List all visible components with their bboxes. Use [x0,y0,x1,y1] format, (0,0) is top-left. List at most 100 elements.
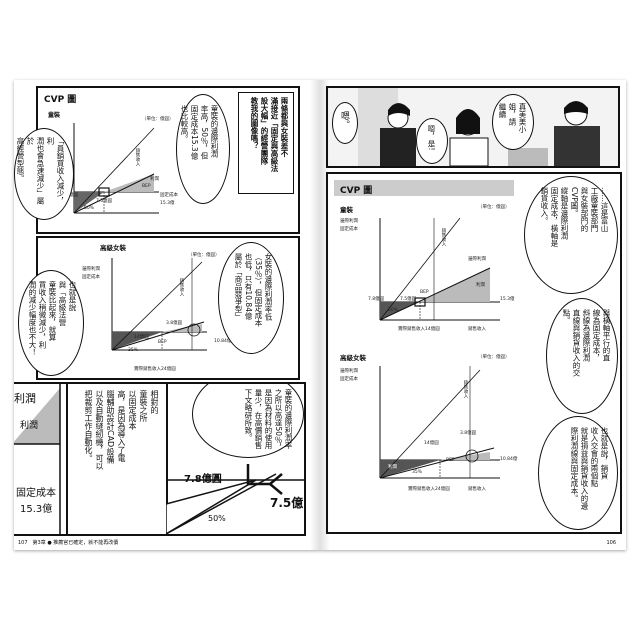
chart2-actual: 實際銷售收入24億圓 [408,487,450,492]
speech-bubble-yes: 嗯，是! [416,118,448,164]
chart2-margin: 邊際利潤 [340,369,358,374]
speech-bubble-fixed-cost: 童裝的邊際利潤 率高，50％，但 固定成本15.3億 也比較高。 [176,94,230,204]
chart-unit: （單位：億圓） [142,117,174,122]
speech-bubble-intersection: 也就是說，銷貨 收入交會的兩個點 就是損益與銷貨收入的邊 際利潤線與固定成本。 [538,416,618,530]
chart1-margin: 邊際利潤 [340,219,358,224]
chart2-fixed-value: 10.84億 [500,457,518,462]
caption-line: 兩條都與女裝差不 [280,97,289,157]
text-line: 以固定成本 [128,390,137,430]
chart2-profit: 利潤 [388,465,397,470]
chart2-xaxis: 銷售收入 [468,487,486,492]
chart2-sales: 銷售收入 [463,380,468,398]
zoom-ratio: 50% [208,514,226,523]
bubble-line: 縱軸是邊際利潤 [560,187,569,240]
zoom-fixed-cost: 固定成本 [16,488,56,499]
chart-sales-label: 銷售收入 [179,278,184,296]
bubble-line: 下文略研所致。 [244,389,253,442]
speech-bubble-fixed-line: 與橫軸平行的直 線為固定成本， 斜線為邊際利潤 直線與銷貨收入的交 點。 [546,298,618,414]
chart2-heading: 高級女裝 [340,354,366,362]
zoom-fixed-value: 15.3億 [20,504,53,515]
panel-title: CVP 圖 [340,186,373,196]
chart1-value-a: 7.5億圓 [400,297,417,302]
chart1-actual: 實際銷售收入14億圓 [398,327,440,332]
chart-fixed-value: 15.3億 [160,201,175,206]
text-line: 高，是因為導入了電 [117,390,126,462]
bubble-line: 「員銷買收入減少，利 [46,137,65,205]
chart-value-b: 7.5億圓 [96,199,113,204]
caption-box: 兩條都與女裝差不 滿接近「固定與高級法 設大幅」的經營團隊 教我的圖像嗎？ [238,92,294,194]
chart1-ratio: 50% [388,308,399,313]
text-line: 以及自動縫紉機，可以 [95,390,104,470]
chart2-value-a: 3.8億圓 [460,431,477,436]
bubble-line: 也就是說，銷貨 [600,427,609,480]
bubble-line: 買收入稍微減少，利 [38,281,47,349]
caption-line: 設大幅」的經營團隊 [260,97,269,165]
chart-margin-label: 邊際利潤 [82,267,100,272]
book-spread: CVP 圖 童裝 （單位：億圓） 銷售收入 BEP 利潤 7.8億圓 7.5億圓… [14,80,626,550]
chart1-xaxis: 銷售收入 [468,327,486,332]
bubble-line: 點。 [562,309,571,324]
bubble-text: 嗯，是! [427,125,436,151]
manga-panel: 嗯。 真美美小 姐，請 繼續 嗯，是! [326,86,620,168]
chart1-margin-2: 邊際利潤 [468,257,486,262]
cvp-chart-childrens [73,123,159,214]
speech-bubble-hmm: 嗯。 [332,102,358,144]
chart2-unit: （單位：億圓） [478,355,510,360]
bubble-line: 潤也會急速減少」屬於 [26,137,45,205]
bubble-line: 與橫軸平行的直 [602,309,611,362]
chart-heading: 高級女裝 [100,244,126,252]
bubble-line: 女裝的邊際利潤率低 [264,253,273,321]
zoom-profit-label-2: 利潤 [20,421,39,431]
chart2-ratio: 35% [412,470,423,475]
chart-ratio: 50% [84,206,95,211]
bubble-line: 線為固定成本， [592,309,601,362]
caption-line: 滿接近「固定與高級法 [270,97,279,172]
bubble-line: 童裝的邊際利潤 [210,105,219,158]
chart2-value-b: 14億圓 [424,441,439,446]
bubble-line: 工廠童裝部門 [590,187,599,232]
chart1-heading: 童裝 [340,206,353,214]
bubble-line: 固定成本，橫軸是 [550,187,559,247]
bubble-line: 繼續 [498,103,507,118]
speech-bubble-cvp-intro: ……這是富山 工廠童裝部門 與女裝部門的 CVP圖。 縱軸是邊際利潤 固定成本，… [524,176,618,294]
speech-bubble-please-continue: 真美美小 姐，請 繼續 [492,94,534,150]
chart-unit: （單位：億圓） [188,253,220,258]
panel-bottom-zoom: 利潤 利潤 固定成本 15.3億 相對的 童裝之所 以固定成本 高，是因為導入了… [14,382,306,536]
left-page: CVP 圖 童裝 （單位：億圓） 銷售收入 BEP 利潤 7.8億圓 7.5億圓… [14,80,321,550]
zoom-chart-right [166,464,304,534]
left-page-footer: 107 第3章 ● 推薦官已確定，就不能再改價 [18,540,119,546]
right-page-footer: 106 [606,540,616,546]
bubble-line: 屬於「商品競爭型」 [234,253,243,321]
zoom-profit-label: 利潤 [14,392,36,405]
bubble-line: 真美美小 [518,103,527,133]
speech-bubble-material: 童裝的邊際利潤率 之所以高達50％， 是因為材料的使用 量少，在高價銷售 下文略… [192,384,304,458]
bubble-line: 童裝的邊際利潤率 [284,389,293,449]
bubble-line: 童裝比起來，就算 [48,281,57,341]
chart-ratio: 35% [128,348,139,353]
chart2-bep: BEP [446,458,455,463]
chart1-bep: BEP [420,290,429,295]
chart-value-a: 3.8億圓 [166,321,183,326]
bubble-text: 嗯。 [339,111,349,129]
chart-value-b: 14億圓 [134,335,149,340]
bubble-line: 收入交會的兩個點 [590,427,599,487]
chart-fixed-value: 10.84億 [214,339,232,344]
bubble-line: 高經營型態。 [16,137,25,182]
book-gutter [310,80,330,550]
bubble-line: 也比較高。 [180,105,189,143]
chart-actual-sales: 實際銷售收入24億圓 [134,367,176,372]
chart-profit-label: 利潤 [150,177,159,182]
cvp-chart-womens-right [379,366,500,479]
text-line: 童裝之所 [139,390,148,422]
chart-fixed-cost: 固定成本 [160,193,178,198]
cvp-chart-childrens-right [379,217,500,321]
panel-childrens-wear-cvp: CVP 圖 童裝 （單位：億圓） 銷售收入 BEP 利潤 7.8億圓 7.5億圓… [36,86,300,234]
cvp-explanation-panel: CVP 圖 童裝 （單位：億圓） 邊際利潤 固定成本 銷售收入 邊際利潤 BEP [326,172,622,534]
zoom-chart-fragment [14,384,61,534]
zoom-value-b: 7.5億 [270,496,304,510]
bubble-line: 也就是說 [68,281,77,311]
bubble-line: 就是損益與銷貨收入的邊 [580,427,589,510]
text-line: 相對的 [150,390,159,414]
right-page: 嗯。 真美美小 姐，請 繼續 嗯，是! CVP 圖 童裝 [320,80,626,550]
panel-title-bar: CVP 圖 [334,180,514,196]
